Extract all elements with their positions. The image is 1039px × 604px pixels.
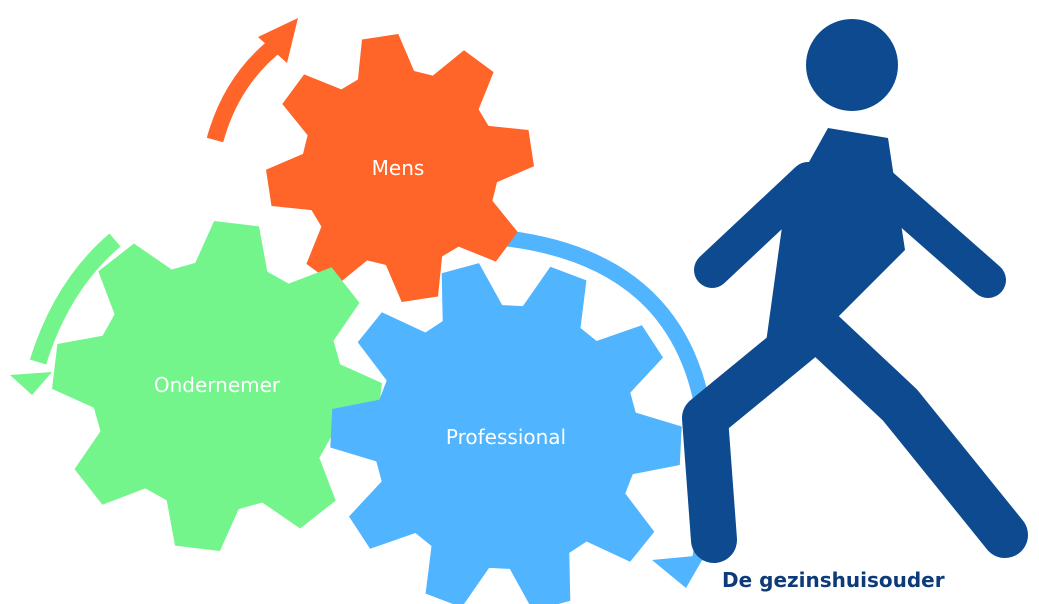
- mens-gear-label: Mens: [371, 156, 425, 180]
- caption-text: De gezinshuisouder: [722, 568, 945, 592]
- walking-person-icon: [682, 19, 1028, 563]
- professional-gear-icon: [330, 263, 682, 604]
- mens-gear-icon: [266, 34, 534, 302]
- ondernemer-rotation-arrow-icon: [10, 233, 121, 395]
- ondernemer-gear-label: Ondernemer: [153, 373, 281, 397]
- professional-gear-label: Professional: [445, 425, 567, 449]
- mens-rotation-arrow-icon: [206, 18, 298, 143]
- ondernemer-gear-icon: [52, 221, 382, 551]
